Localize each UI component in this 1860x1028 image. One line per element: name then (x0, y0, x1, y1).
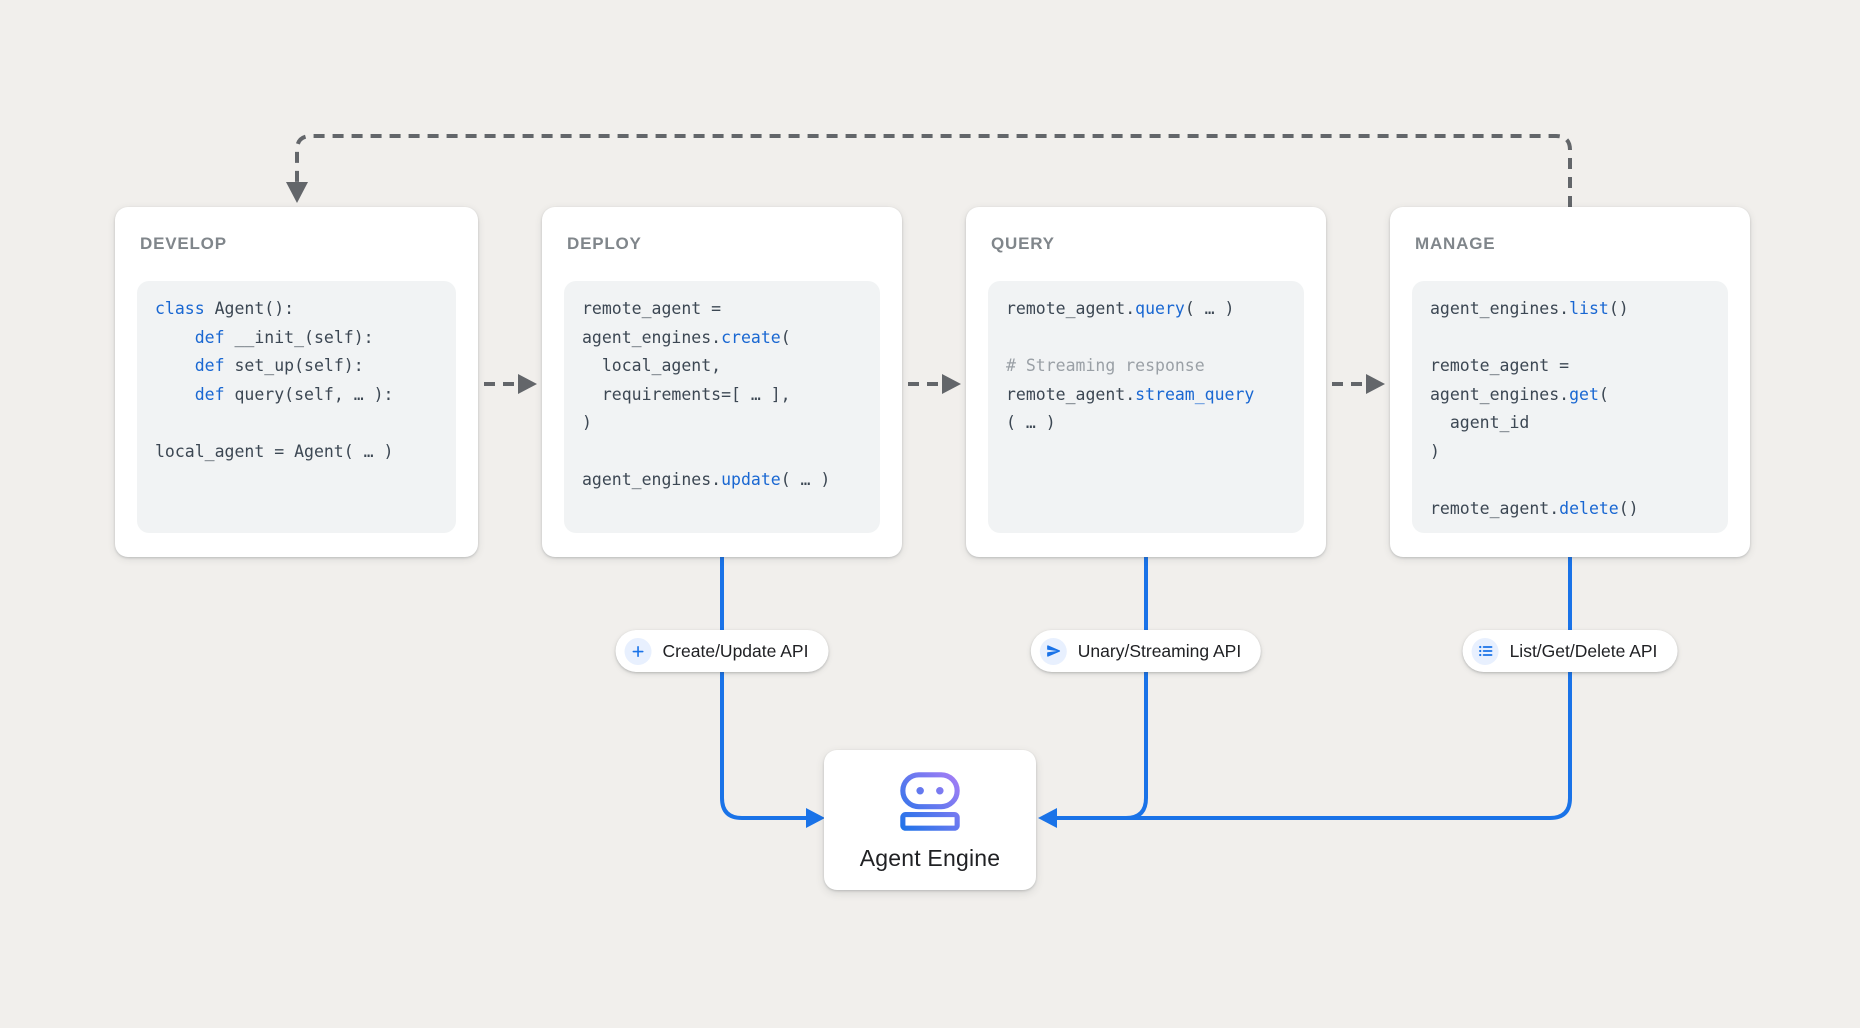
list-get-delete-api-pill: List/Get/Delete API (1462, 630, 1678, 672)
query-to-engine-line (1057, 557, 1148, 820)
agent-engine-node: Agent Engine (824, 750, 1036, 890)
develop-card: DEVELOP class Agent(): def __init_(self)… (115, 207, 478, 557)
manage-code-block: agent_engines.list() remote_agent =agent… (1412, 281, 1728, 533)
robot-icon (900, 772, 960, 831)
query-card: QUERY remote_agent.query( … ) # Streamin… (966, 207, 1326, 557)
deploy-code-block: remote_agent =agent_engines.create( loca… (564, 281, 880, 533)
develop-code-block: class Agent(): def __init_(self): def se… (137, 281, 456, 533)
manage-to-develop-dashed-line (295, 134, 1572, 207)
manage-card-title: MANAGE (1415, 234, 1496, 253)
manage-to-engine-line (1057, 557, 1572, 820)
loop-arrowhead-icon (286, 182, 308, 203)
plus-icon (624, 637, 652, 665)
engine-right-arrowhead-icon (1038, 808, 1057, 828)
send-icon (1039, 637, 1067, 665)
unary-streaming-api-pill: Unary/Streaming API (1030, 630, 1262, 672)
list-get-delete-api-label: List/Get/Delete API (1509, 640, 1658, 661)
agent-engine-label: Agent Engine (859, 845, 1001, 871)
develop-to-deploy-arrowhead-icon (518, 374, 537, 394)
deploy-card: DEPLOY remote_agent =agent_engines.creat… (542, 207, 902, 557)
list-icon (1471, 637, 1499, 665)
create-update-api-pill: Create/Update API (615, 630, 829, 672)
deploy-to-engine-line (720, 557, 806, 820)
unary-streaming-api-label: Unary/Streaming API (1077, 640, 1242, 661)
engine-left-arrowhead-icon (806, 808, 825, 828)
query-to-manage-arrowhead-icon (1366, 374, 1385, 394)
deploy-card-title: DEPLOY (567, 234, 642, 253)
create-update-api-label: Create/Update API (662, 640, 809, 661)
query-code-block: remote_agent.query( … ) # Streaming resp… (988, 281, 1304, 533)
deploy-to-query-arrowhead-icon (942, 374, 961, 394)
develop-card-title: DEVELOP (140, 234, 227, 253)
query-card-title: QUERY (991, 234, 1055, 253)
manage-card: MANAGE agent_engines.list() remote_agent… (1390, 207, 1750, 557)
